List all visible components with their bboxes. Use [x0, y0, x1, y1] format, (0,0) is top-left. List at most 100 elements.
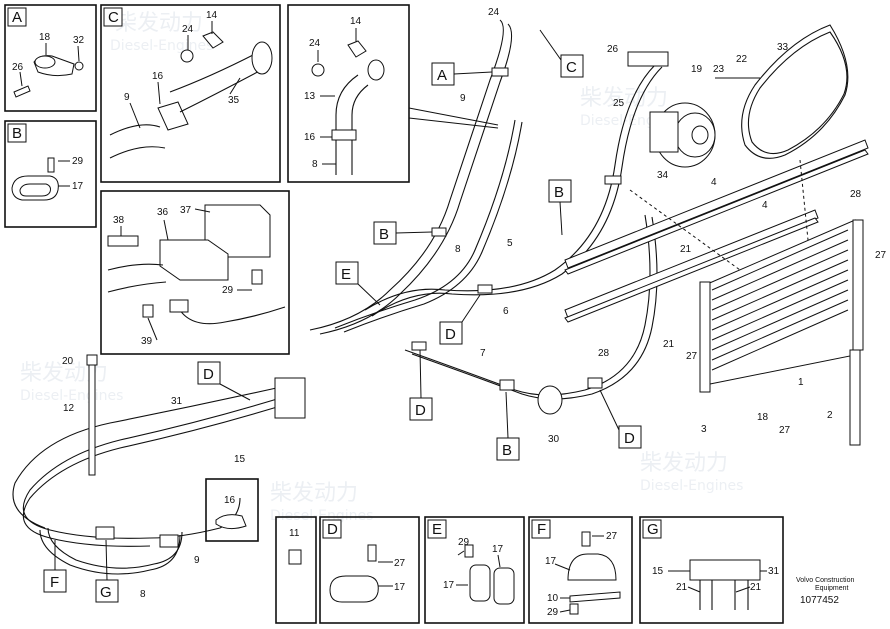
callout-b: B [502, 442, 512, 459]
hose-9 [309, 19, 504, 331]
callout-e: E [341, 266, 351, 283]
label-8: 8 [455, 244, 461, 255]
label-21: 21 [676, 582, 688, 593]
hose-8 [334, 119, 516, 329]
inset-c-tag [103, 7, 123, 27]
hose-line [107, 263, 164, 271]
screw-39 [142, 304, 154, 318]
label-21: 21 [680, 244, 692, 255]
bracket-14 [347, 40, 367, 58]
label-8: 8 [312, 159, 318, 170]
clamp [499, 379, 515, 391]
watermark-en: Diesel-Engines [20, 388, 123, 404]
main-hose-assembly [12, 19, 663, 575]
label-7: 7 [480, 348, 486, 359]
inset-c-letter: C [108, 9, 119, 26]
clamp-16 [157, 101, 189, 131]
inset-g-letter: G [647, 521, 659, 538]
clamp-16 [331, 129, 357, 141]
fitting-end [251, 41, 273, 75]
callout-g: G [100, 584, 112, 601]
label-15: 15 [652, 566, 664, 577]
label-3: 3 [701, 424, 707, 435]
inset-c: C 14 24 16 9 35 [100, 4, 281, 183]
hose-13-side [351, 84, 369, 175]
label-24: 24 [182, 24, 194, 35]
fitting-end [367, 59, 385, 81]
label-21: 21 [750, 582, 762, 593]
hose-7 [411, 216, 658, 400]
hose-15 [22, 402, 291, 547]
label-9: 9 [460, 93, 466, 104]
leader-line [408, 107, 499, 126]
label-27: 27 [686, 351, 698, 362]
cap-20 [86, 354, 98, 366]
label-37: 37 [180, 205, 192, 216]
label-24: 24 [309, 38, 321, 49]
label-17: 17 [394, 582, 406, 593]
label-16: 16 [304, 132, 316, 143]
label-11: 11 [289, 528, 300, 539]
condenser-1 [699, 219, 864, 446]
screw-part [47, 157, 55, 173]
p-clamp-inner [19, 183, 51, 197]
label-23: 23 [713, 64, 725, 75]
inset-d: D 27 17 [319, 516, 420, 624]
callout-d: D [415, 402, 426, 419]
leader-line [408, 117, 499, 129]
callout-a: A [437, 67, 447, 84]
label-39: 39 [141, 336, 153, 347]
fitting [169, 299, 189, 313]
hose-8 [343, 121, 523, 333]
callout-b: B [379, 226, 389, 243]
hose-31 [12, 384, 291, 529]
valve-block-36 [159, 239, 229, 281]
label-27: 27 [606, 531, 618, 542]
inset-a-tag [7, 7, 27, 27]
inset-a-letter: A [12, 9, 22, 26]
main-labels: 24 9 26 25 19 23 22 33 34 28 4 4 21 8 5 … [62, 7, 887, 600]
inset-b-letter: B [12, 125, 22, 142]
callout-b: B [554, 184, 564, 201]
label-26: 26 [12, 62, 24, 73]
nut-part [74, 61, 84, 71]
label-27: 27 [394, 558, 406, 569]
grommet-30 [537, 385, 563, 415]
callout-c: C [566, 59, 577, 76]
hose-9 [109, 124, 161, 136]
label-9: 9 [194, 555, 200, 566]
label-17: 17 [492, 544, 504, 555]
label-15: 15 [234, 454, 246, 465]
label-26: 26 [607, 44, 619, 55]
belt-33 [741, 24, 849, 159]
inset-b-tag [7, 123, 27, 143]
label-35: 35 [228, 95, 240, 106]
callout-f: F [50, 574, 59, 591]
label-29: 29 [222, 285, 234, 296]
hose-6 [371, 66, 663, 317]
label-18: 18 [757, 412, 769, 423]
belt-33-inner [747, 31, 848, 155]
screw-29 [251, 269, 263, 285]
inset-valve-block: 37 38 36 29 39 [100, 190, 290, 355]
bolt-24 [311, 63, 325, 77]
watermark-en: Diesel-Engines [640, 478, 743, 494]
watermark-cn: 柴发动力 [580, 86, 668, 111]
label-22: 22 [736, 54, 748, 65]
inset-f: F 27 17 10 29 [528, 516, 633, 624]
hose-35-bottom [179, 67, 266, 113]
inset-e-letter: E [432, 521, 442, 538]
label-4: 4 [762, 200, 768, 211]
callout-d: D [624, 430, 635, 447]
watermark-en: Diesel-Engines [110, 38, 213, 54]
inset-clamp-16: 16 [205, 478, 259, 542]
watermark-cn: 柴发动力 [270, 481, 358, 506]
label-17: 17 [545, 556, 557, 567]
label-10: 10 [547, 593, 559, 604]
label-1: 1 [798, 377, 804, 388]
label-32: 32 [73, 35, 85, 46]
watermark-layer: 柴发动力 Diesel-Engines 柴发动力 Diesel-Engines … [20, 11, 743, 524]
label-5: 5 [507, 238, 513, 249]
label-14: 14 [206, 10, 218, 21]
